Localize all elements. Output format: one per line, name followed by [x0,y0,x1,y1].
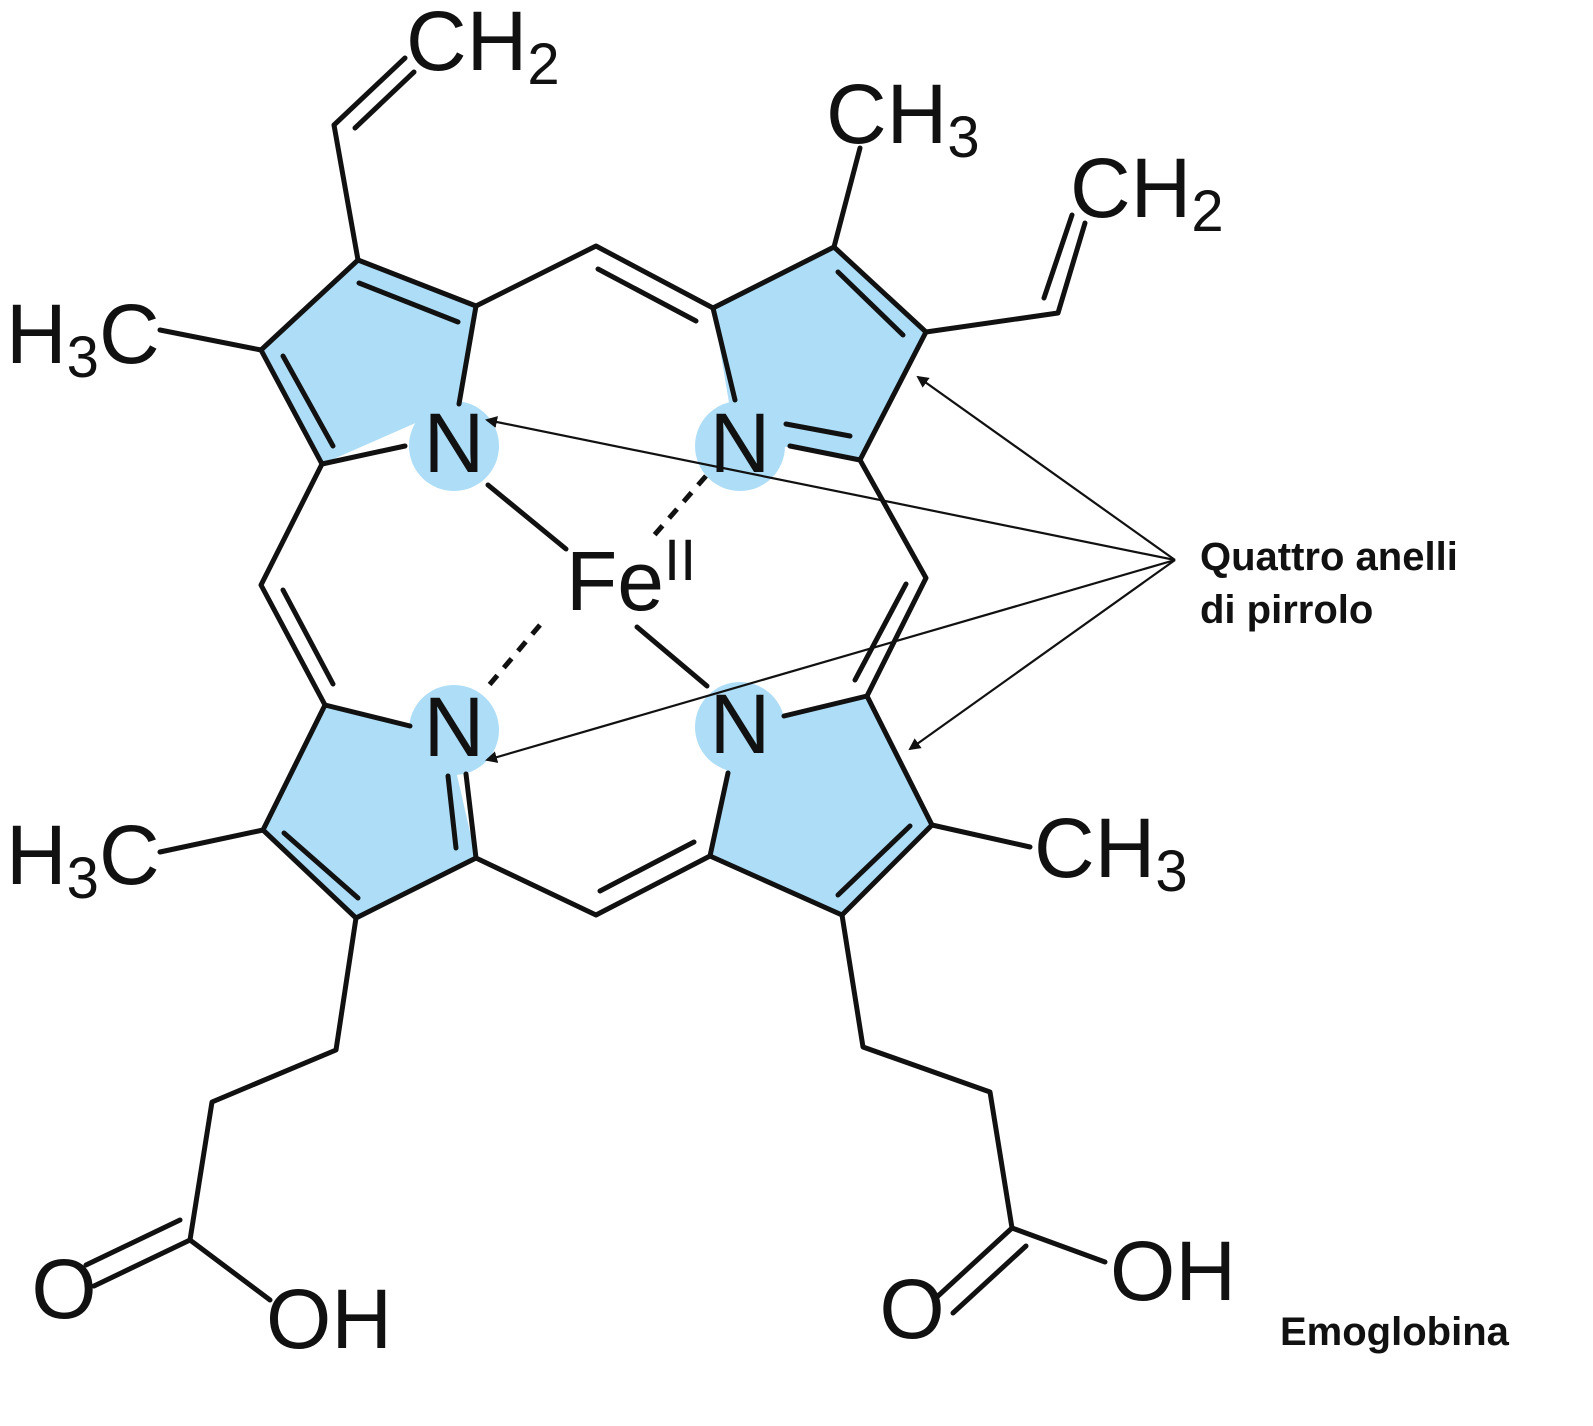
nitrogen-highlight-bottom-left [409,685,499,775]
annotation-line-1: Quattro anelli [1200,535,1458,579]
nitrogen-label-top-left: N [424,396,485,490]
nitrogen-highlight-top-left [409,401,499,491]
nitrogen-label-bottom-left: N [424,680,485,774]
annotation-line-2: di pirrolo [1200,588,1373,632]
caption: Emoglobina [1280,1310,1510,1354]
nitrogen-label-bottom-right: N [710,677,771,771]
annotation-text: Quattro anelli di pirrolo [1200,535,1458,632]
vinyl-top-left-label: CH2 [406,0,560,97]
nitrogen-highlight-bottom-right [695,682,785,772]
atom-labels: N N N N FeII CH2 CH3 CH2 H3C H3C CH3 O O… [6,0,1236,1366]
carboxyl-right-oxygen: O [879,1262,944,1356]
bond-lines [83,55,1108,1316]
carboxyl-left-hydroxyl: OH [266,1272,392,1366]
arrow-to-top-right-ring [916,375,1176,561]
arrow-to-top-left-nitrogen [485,416,1176,562]
carboxyl-left-oxygen: O [31,1242,96,1336]
carboxyl-right-hydroxyl: OH [1110,1224,1236,1318]
methyl-right-lower-label: CH3 [1034,801,1188,904]
methyl-left-lower-label: H3C [6,808,160,911]
iron-label: FeII [566,528,696,628]
nitrogen-label-top-right: N [710,396,771,490]
arrow-to-bottom-left-nitrogen [485,558,1176,763]
vinyl-top-right-label: CH2 [1070,141,1224,244]
nitrogen-highlights [409,401,785,775]
pyrrole-ring-top-right [713,247,926,460]
arrow-to-bottom-right-ring [908,559,1176,751]
annotation-arrows [485,375,1176,763]
nitrogen-highlight-top-right [695,401,785,491]
methyl-top-label: CH3 [826,67,980,170]
methyl-left-upper-label: H3C [6,287,160,390]
